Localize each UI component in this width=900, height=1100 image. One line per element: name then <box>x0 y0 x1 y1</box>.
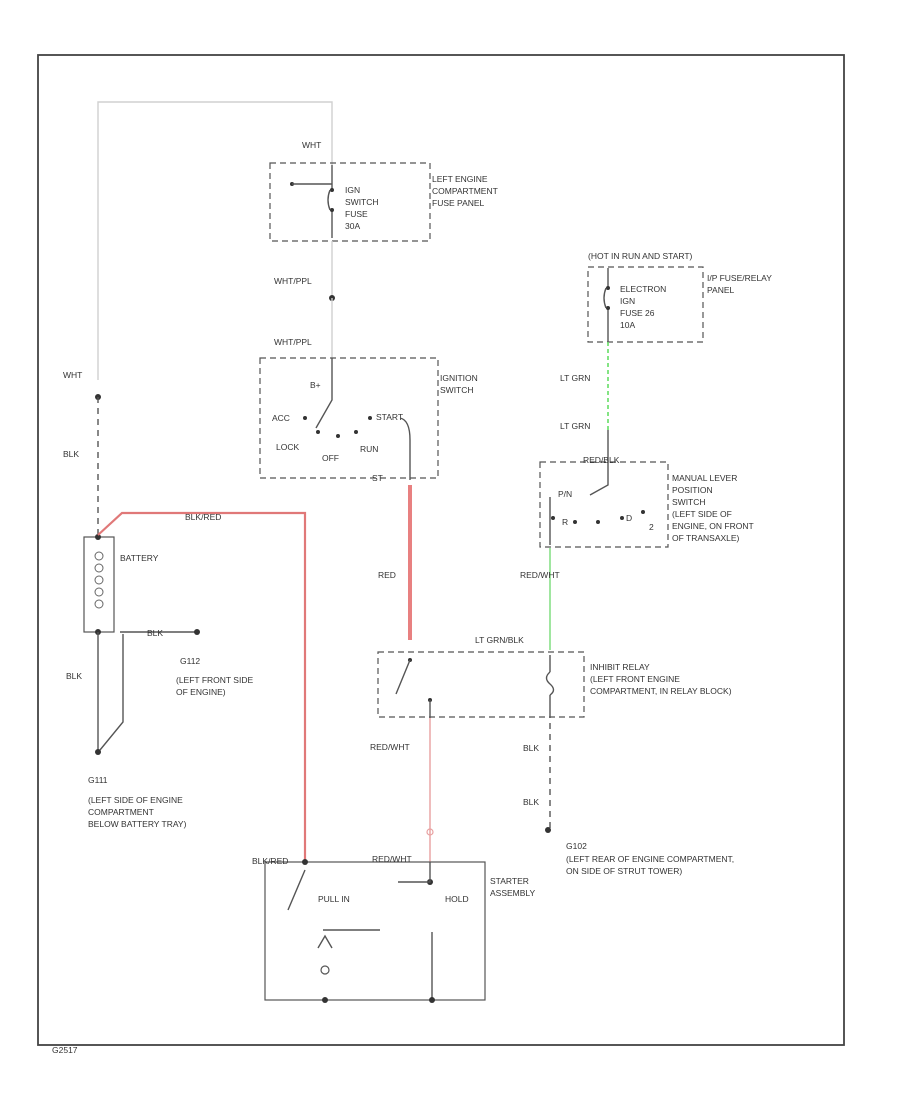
lever-switch-feed <box>589 430 609 496</box>
ip-fuse-panel-box <box>587 266 704 343</box>
starter-main-contact <box>287 869 306 911</box>
left-fuse-panel-label-3: FUSE PANEL <box>432 198 485 208</box>
ignition-switch-box <box>259 357 439 479</box>
ip-fuse-line-3: FUSE 26 <box>620 308 655 318</box>
fuse-label-line-4: 30A <box>345 221 360 231</box>
inhibit-relay-label-3: COMPARTMENT, IN RELAY BLOCK) <box>590 686 732 696</box>
wht-ppl-label-2: WHT/PPL <box>274 337 312 347</box>
g102-label-1: (LEFT REAR OF ENGINE COMPARTMENT, <box>566 854 734 864</box>
g102-dot <box>545 827 551 833</box>
ign-bat-label: B+ <box>310 380 321 390</box>
starter-red-wht-label: RED/WHT <box>372 854 412 864</box>
ip-fuse-panel-label-1: I/P FUSE/RELAY <box>707 273 772 283</box>
battery-label: BATTERY <box>120 553 159 563</box>
starter-hold-lead <box>398 862 431 883</box>
lever-pos-d: D <box>626 513 632 523</box>
lever-output-label: RED/WHT <box>520 570 560 580</box>
g111-dot <box>95 749 101 755</box>
g111-label-2: COMPARTMENT <box>88 807 154 817</box>
g112-dot <box>194 629 200 635</box>
inhibit-relay-label-1: INHIBIT RELAY <box>590 662 650 672</box>
fuse-symbol <box>327 189 331 211</box>
starter-pull-in-label: PULL IN <box>318 894 350 904</box>
lt-grn-label-1: LT GRN <box>560 373 590 383</box>
starter-hold-label: HOLD <box>445 894 469 904</box>
battery-pos-terminal <box>95 534 101 540</box>
red-wht-label: RED/WHT <box>370 742 410 752</box>
starter-blk-red-label: BLK/RED <box>252 856 288 866</box>
g111-wire-label: BLK <box>66 671 82 681</box>
g111-label-1: (LEFT SIDE OF ENGINE <box>88 795 183 805</box>
g111-id: G111 <box>88 775 108 785</box>
ign-pos-acc: ACC <box>272 413 290 423</box>
inhibit-relay-box <box>377 651 585 718</box>
lt-grn-label-2: LT GRN <box>560 421 590 431</box>
ground-strap-label: BLK <box>147 628 163 638</box>
ip-fuse-line-4: 10A <box>620 320 635 330</box>
relay-contact <box>395 659 411 695</box>
lever-pos-2: 2 <box>649 522 654 532</box>
wht-ppl-label-1: WHT/PPL <box>274 276 312 286</box>
fuse-label-line-2: SWITCH <box>345 197 379 207</box>
lever-switch-label-5: ENGINE, ON FRONT <box>672 521 754 531</box>
manual-lever-switch-box <box>539 461 669 548</box>
ip-fuse-symbol <box>603 287 607 309</box>
lever-switch-red-label: RED/BLK <box>583 455 620 465</box>
blk-label-2: BLK <box>523 797 539 807</box>
lt-grn-blk-label: LT GRN/BLK <box>475 635 524 645</box>
blk-label-1: BLK <box>523 743 539 753</box>
lever-switch-label-2: POSITION <box>672 485 713 495</box>
ign-pos-lock: LOCK <box>276 442 299 452</box>
ignition-switch-label-1: IGNITION <box>440 373 478 383</box>
fuse-label-line-3: FUSE <box>345 209 368 219</box>
ign-pos-run: RUN <box>360 444 378 454</box>
g102-label-2: ON SIDE OF STRUT TOWER) <box>566 866 682 876</box>
starter-label-1: STARTER <box>490 876 529 886</box>
ip-fuse-line-1: ELECTRON <box>620 284 666 294</box>
left-fuse-panel-label-2: COMPARTMENT <box>432 186 498 196</box>
g112-label-1: (LEFT FRONT SIDE <box>176 675 253 685</box>
blk-g111-wire-2 <box>99 634 124 751</box>
pull-in-symbol <box>317 934 333 949</box>
g112-id: G112 <box>180 656 200 666</box>
red-wire-label: RED <box>378 570 396 580</box>
left-fuse-panel-label-1: LEFT ENGINE <box>432 174 488 184</box>
g102-id: G102 <box>566 841 587 851</box>
relay-coil <box>545 671 555 696</box>
ip-fuse-panel-label-2: PANEL <box>707 285 735 295</box>
footer-code: G2517 <box>52 1045 78 1055</box>
lever-switch-label-1: MANUAL LEVER <box>672 473 737 483</box>
ip-fuse-line-2: IGN <box>620 296 635 306</box>
wht-feed-wire <box>97 101 333 380</box>
inhibit-relay-label-2: (LEFT FRONT ENGINE <box>590 674 680 684</box>
ignition-switch-label-2: SWITCH <box>440 385 474 395</box>
lever-switch-label-6: OF TRANSAXLE) <box>672 533 740 543</box>
lever-switch-label-3: SWITCH <box>672 497 706 507</box>
lever-pos-pn: P/N <box>558 489 572 499</box>
starter-label-2: ASSEMBLY <box>490 888 536 898</box>
motor-symbol <box>320 965 330 975</box>
left-fuse-panel-box <box>269 162 431 242</box>
lever-switch-label-4: (LEFT SIDE OF <box>672 509 732 519</box>
ign-pos-start: START <box>376 412 403 422</box>
ign-output-terminal: ST <box>372 473 383 483</box>
start-lead <box>399 417 411 480</box>
blk-red-battery-cable <box>97 511 307 862</box>
ignition-switch-arm <box>315 358 333 429</box>
battery-neg-wire-label: BLK <box>63 449 79 459</box>
g112-label-2: OF ENGINE) <box>176 687 226 697</box>
blk-red-cable-label: BLK/RED <box>185 512 221 522</box>
lever-pos-r: R <box>562 517 568 527</box>
fuse-feed-label: WHT <box>302 140 321 150</box>
ip-fuse-header: (HOT IN RUN AND START) <box>588 251 693 261</box>
starter-assembly-box <box>264 861 486 1001</box>
diagram-frame <box>37 54 845 1046</box>
fuse-label-line-1: IGN <box>345 185 360 195</box>
ign-pos-off: OFF <box>322 453 339 463</box>
g111-label-3: BELOW BATTERY TRAY) <box>88 819 187 829</box>
battery-top-wire-label: WHT <box>63 370 82 380</box>
